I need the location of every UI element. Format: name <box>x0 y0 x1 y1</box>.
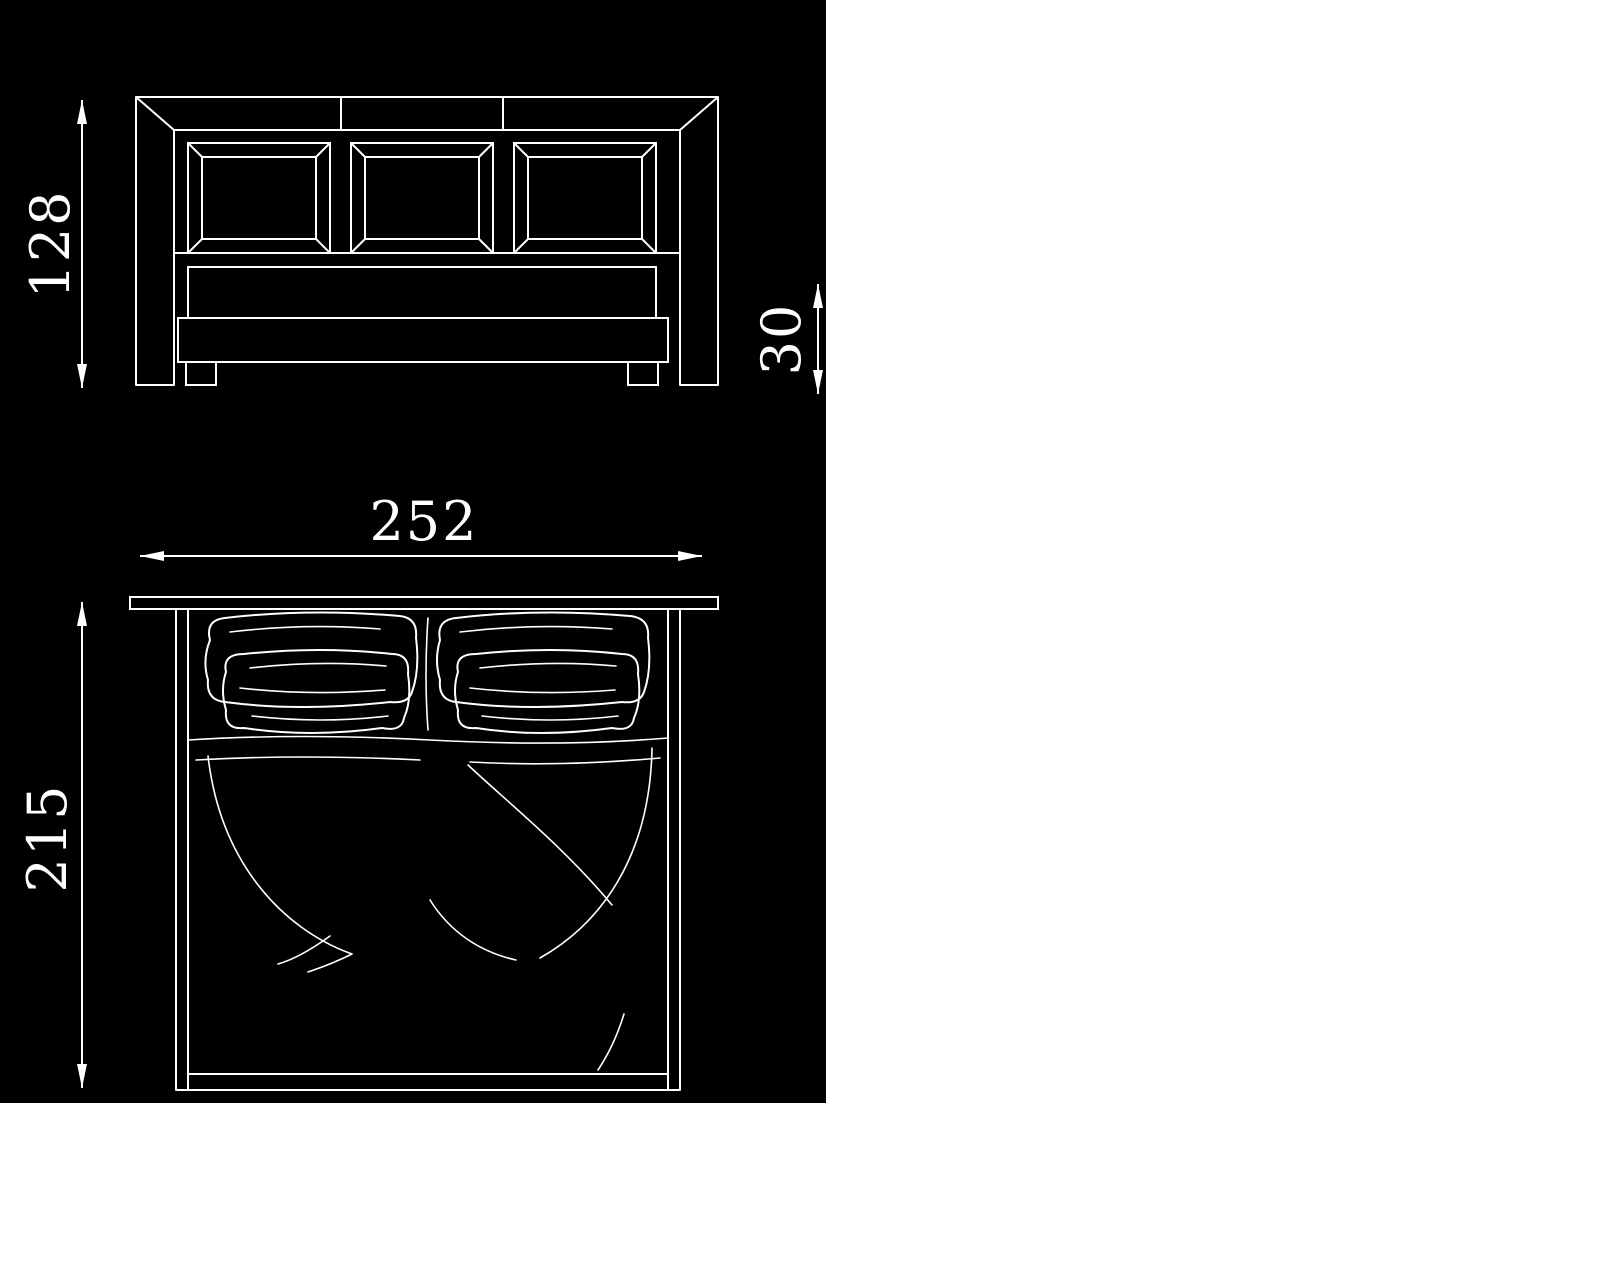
dim-arrow-down <box>77 1064 87 1088</box>
bed-base-front <box>177 317 669 363</box>
dim-arrow-down <box>77 364 87 388</box>
bed-foot-right <box>627 361 659 386</box>
blanket-crease-bottom-left <box>277 935 331 965</box>
pillow-front-left-creases <box>249 662 389 721</box>
front-elevation-view <box>135 96 719 386</box>
dimension-base-height: 30 <box>750 284 823 394</box>
dim-label-base-height: 30 <box>750 303 813 376</box>
blanket-crease-diagonal <box>467 764 613 906</box>
dimension-overall-height: 128 <box>19 100 87 388</box>
pillow-back-right <box>436 611 651 708</box>
dim-arrow-up <box>813 284 823 308</box>
bed-frame-plan <box>175 608 681 1091</box>
dim-arrow-left <box>140 551 164 561</box>
bed-frame-outline <box>135 96 719 386</box>
blanket-crease-lower-mid <box>429 899 517 961</box>
drawing-canvas <box>0 0 826 1103</box>
pillow-front-right-creases <box>479 662 619 721</box>
headboard-panel-center <box>350 142 494 254</box>
pillow-front-left <box>222 649 411 734</box>
dim-arrow-down <box>813 370 823 394</box>
dim-label-overall-depth: 215 <box>16 783 79 892</box>
pillow-back-left <box>204 611 419 708</box>
blanket-drape-right <box>539 747 653 959</box>
blanket-fold-edge <box>187 735 669 765</box>
dim-arrow-up <box>77 602 87 626</box>
bed-foot-left <box>185 361 217 386</box>
dim-label-overall-width: 252 <box>369 490 478 553</box>
dim-arrow-right <box>678 551 702 561</box>
dim-arrow-up <box>77 100 87 124</box>
pillow-back-left-creases <box>229 625 386 694</box>
headboard-panel-left <box>187 142 331 254</box>
pillow-back-right-creases <box>459 625 616 694</box>
headboard-panel-right <box>513 142 657 254</box>
blanket-drape-left <box>207 755 353 973</box>
dim-label-overall-height: 128 <box>19 189 82 298</box>
blanket-crease-bottom-right <box>597 1013 625 1071</box>
pillow-center-gap <box>425 617 429 731</box>
headboard-top-bar <box>129 596 719 610</box>
dimension-overall-depth: 215 <box>16 602 87 1088</box>
dimension-overall-width: 252 <box>140 490 702 561</box>
top-plan-view <box>129 596 719 1091</box>
pillow-front-right <box>454 649 641 734</box>
